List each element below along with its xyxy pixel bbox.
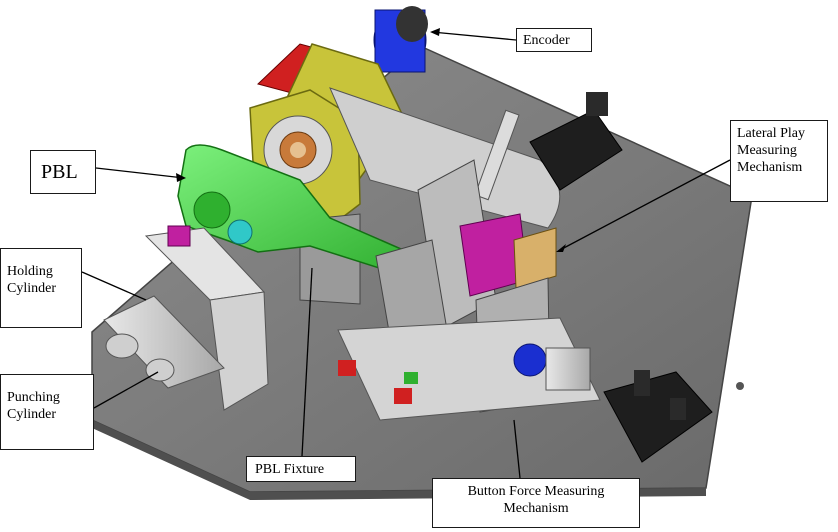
leader-button — [513, 419, 521, 479]
leader-encoder — [431, 31, 517, 41]
leader-lateral — [559, 159, 731, 251]
encoder-part — [373, 6, 428, 73]
label-holding-cylinder: Holding Cylinder — [0, 248, 82, 328]
arrow-heads — [176, 28, 566, 252]
leader-fixture — [301, 267, 313, 457]
arrowhead-lateral — [556, 244, 566, 252]
arrowhead-pbl — [176, 173, 186, 182]
servo-motor-top — [529, 92, 623, 191]
servo-motor-bottom — [603, 370, 713, 463]
leader-punching — [93, 371, 159, 409]
leader-lines — [81, 31, 731, 479]
cylinder-assembly — [103, 225, 269, 411]
leader-pbl — [95, 167, 185, 179]
arrowhead-encoder — [430, 28, 440, 36]
label-pbl-fixture: PBL Fixture — [246, 456, 356, 482]
label-encoder: Encoder — [516, 28, 592, 52]
leader-holding — [81, 271, 147, 301]
label-pbl: PBL — [30, 150, 96, 194]
button-force-slide — [337, 317, 601, 421]
label-lateral-play: Lateral Play Measuring Mechanism — [730, 120, 828, 202]
label-button-force: Button Force Measuring Mechanism — [432, 478, 640, 528]
pbl-part — [177, 144, 441, 287]
label-punching-cylinder: Punching Cylinder — [0, 374, 94, 450]
